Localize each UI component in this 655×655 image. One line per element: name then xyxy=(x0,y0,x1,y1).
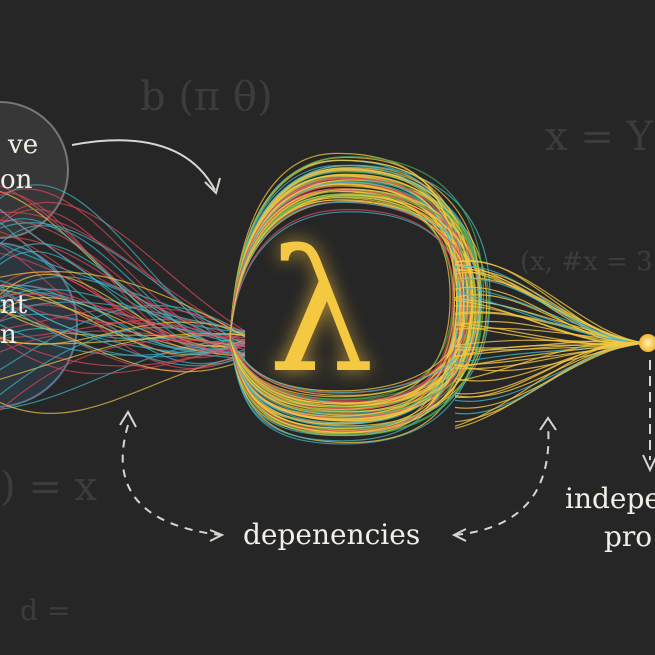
svg-text:b (π θ): b (π θ) xyxy=(140,74,273,120)
strand xyxy=(0,225,246,360)
strand xyxy=(229,156,485,436)
bubble-top-text-1: ve xyxy=(8,130,39,160)
strand xyxy=(0,289,246,348)
strand xyxy=(454,278,646,344)
strand xyxy=(229,181,460,424)
strand xyxy=(454,264,646,344)
strand xyxy=(229,182,458,417)
bubble-bottom-text-1: nt xyxy=(0,290,28,320)
strand xyxy=(454,298,646,344)
strand xyxy=(0,222,246,347)
strand xyxy=(229,199,469,392)
strand xyxy=(454,290,646,344)
strand xyxy=(0,280,246,348)
strand xyxy=(0,339,246,411)
dependencies-label: depenencies xyxy=(243,518,421,551)
svg-text:d =: d = xyxy=(20,594,70,627)
strand xyxy=(454,341,646,395)
right-label-1: indepe xyxy=(565,482,655,515)
background-chalk-formulas: b (π θ) x = Y (x, #x = 3 ) = x d = xyxy=(0,74,654,627)
lambda-symbol: λ xyxy=(268,214,375,410)
strand xyxy=(454,342,646,367)
bubble-bottom-text-2: n xyxy=(0,320,17,350)
strand xyxy=(229,188,480,407)
strand xyxy=(0,289,246,360)
strand xyxy=(0,304,246,371)
strand xyxy=(0,324,246,356)
arrow-right-dashed xyxy=(454,424,550,536)
strand xyxy=(0,321,246,345)
strand xyxy=(454,260,646,344)
svg-text:(x, #x = 3: (x, #x = 3 xyxy=(520,247,653,277)
strand xyxy=(0,218,246,354)
strand xyxy=(0,336,246,367)
strand xyxy=(229,164,491,428)
strand xyxy=(0,293,246,339)
strand xyxy=(0,270,246,338)
strand xyxy=(0,252,246,358)
strand xyxy=(229,167,473,422)
svg-text:) = x: ) = x xyxy=(0,464,98,510)
strand xyxy=(454,320,646,344)
strand xyxy=(0,273,246,348)
svg-text:x = Y: x = Y xyxy=(545,114,654,160)
strand xyxy=(454,323,646,345)
strand xyxy=(0,298,246,371)
arrow-left-dashed xyxy=(121,424,221,536)
strand xyxy=(454,342,646,372)
strand xyxy=(0,184,246,357)
strand xyxy=(0,306,246,334)
strand xyxy=(0,201,246,332)
strand-bundle xyxy=(0,152,646,445)
strand xyxy=(0,285,246,365)
bubble-top-text-2: on xyxy=(0,165,33,195)
arrow-top xyxy=(71,139,216,191)
strand xyxy=(229,177,467,432)
right-label-2: pro xyxy=(604,520,653,553)
endpoint-dot xyxy=(639,334,655,352)
strand xyxy=(229,201,482,394)
strand xyxy=(0,191,246,352)
strand xyxy=(0,244,246,370)
bubble-top xyxy=(0,101,69,239)
